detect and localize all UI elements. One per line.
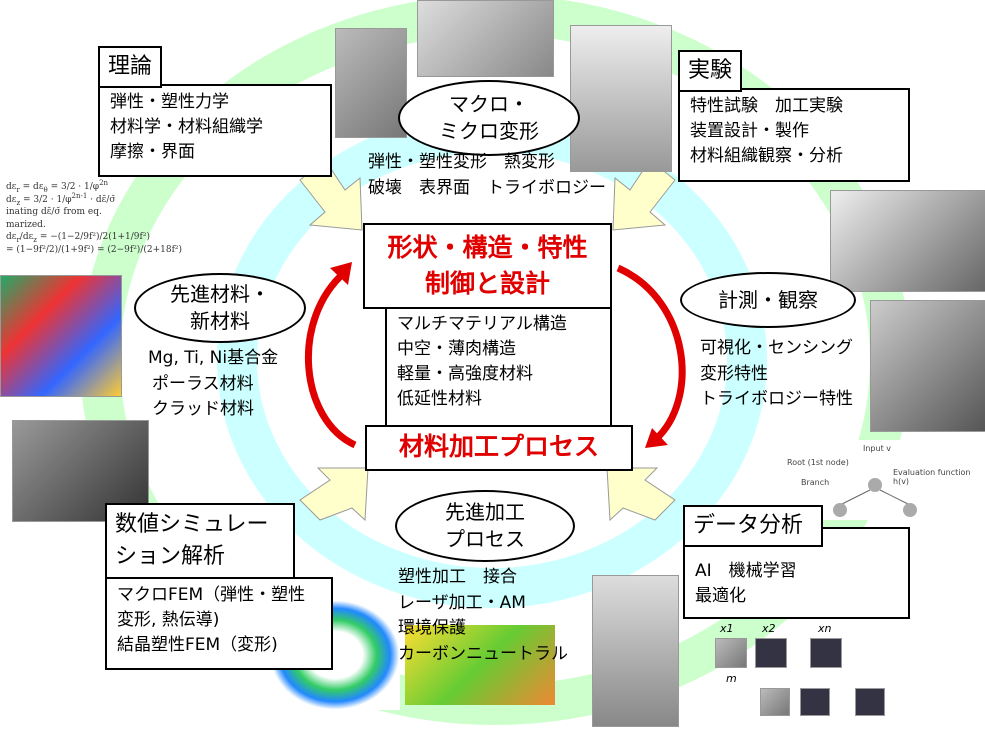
simulation-line: 結晶塑性FEM（変形) [117,635,278,655]
design-line: 形状・構造・特性 [387,233,588,262]
processing-line: 塑性加工 接合 [398,567,517,587]
camera-setup-photo [830,190,985,292]
theory-content-box: 弾性・塑性力学 材料学・材料組織学 摩擦・界面 [98,84,332,177]
arrow-simulation [299,467,369,522]
grid-image [715,638,747,668]
materials-line: クラッド材料 [152,399,254,419]
deformation-title-line: ミクロ変形 [439,119,539,143]
materials-line: ポーラス材料 [152,373,254,394]
deformation-line: 破壊 表界面 トライボロジー [368,177,606,198]
materials-title-line: 先進材料・ [170,282,270,306]
experiment-content-box: 特性試験 加工実験 装置設計・製作 材料組織観察・分析 [678,88,910,182]
data-analysis-title: データ分析 [683,505,823,547]
process-box: 材料加工プロセス [365,425,633,471]
red-arrowhead-up [330,262,352,285]
simulation-line: マクロFEM（弾性・塑性 [117,585,306,605]
structure-line: 軽量・高強度材料 [397,364,533,384]
processing-ellipse: 先進加工 プロセス [395,490,575,562]
image-grid-figure: x1 x2 xn m [710,622,910,722]
grid-image [800,688,830,716]
grid-label-xn: xn [818,622,832,635]
grid-label-m: m [726,672,737,685]
processing-line: カーボンニュートラル [398,643,568,664]
red-curved-arrow-down [616,264,686,443]
processing-line: 環境保護 [398,618,466,638]
processing-title-line: プロセス [445,527,525,551]
structure-line: 中空・薄肉構造 [397,339,516,359]
simulation-title-line: ション解析 [115,544,226,569]
deformation-title-line: マクロ・ [449,92,529,116]
crystal-orientation-map [0,275,122,397]
design-box: 形状・構造・特性 制御と設計 [363,223,612,309]
processing-line: レーザ加工・AM [398,592,526,613]
theory-line: 材料学・材料組織学 [110,117,263,137]
materials-ellipse: 先進材料・ 新材料 [134,273,306,343]
tree-label-root: Root (1st node) [787,458,849,467]
measurement-text: 可視化・センシング 変形特性 トライボロジー特性 [700,336,853,413]
tree-label-branch: Branch [801,478,830,487]
simulation-title-line: 数値シミュレー [115,512,269,537]
structure-box: マルチマテリアル構造 中空・薄肉構造 軽量・高強度材料 低延性材料 [385,306,612,427]
deformed-tube-photo [335,28,407,138]
simulation-title: 数値シミュレー ション解析 [105,503,295,579]
tree-label-evaluation: Evaluation function h(v) [893,468,971,486]
theory-line: 摩擦・界面 [110,142,195,162]
measurement-line: 変形特性 [700,363,768,384]
fem-contour-plot [405,625,555,705]
measurement-ellipse: 計測・観察 [680,272,856,328]
equations-figure: dεr = dεθ = 3/2 · 1/φ2n dεz = 3/2 · 1/φ2… [6,179,183,255]
grid-image [755,638,787,668]
testing-machine-photo [570,25,672,172]
press-machine-photo [592,575,679,727]
theory-line: 弾性・塑性力学 [110,92,229,112]
deformation-text: 弾性・塑性変形 熱変形 破壊 表界面 トライボロジー [368,150,606,201]
data-analysis-line: AI 機械学習 [695,561,797,581]
data-analysis-line: 最適化 [695,586,746,606]
design-line: 制御と設計 [424,269,550,298]
grid-image [855,688,885,716]
structure-line: マルチマテリアル構造 [397,314,567,334]
structure-line: 低延性材料 [397,389,482,409]
simulation-content-box: マクロFEM（弾性・塑性 変形, 熱伝導) 結晶塑性FEM（変形) [105,577,333,670]
cut-cylinder-photo [417,0,554,77]
measurement-line: 可視化・センシング [700,338,853,358]
measurement-rig-photo [870,300,985,432]
materials-title-line: 新材料 [190,309,250,333]
experiment-line: 特性試験 加工実験 [690,96,843,116]
materials-line: Mg, Ti, Ni基合金 [148,348,279,368]
red-curved-arrow-up [304,269,357,449]
red-arrowhead-down [645,428,668,448]
processing-title-line: 先進加工 [445,500,525,524]
grid-label-x1: x1 [720,622,734,635]
theory-title: 理論 [98,46,163,88]
grid-image [760,688,790,716]
deformation-line: 弾性・塑性変形 熱変形 [368,152,555,172]
processing-text: 塑性加工 接合 レーザ加工・AM 環境保護 カーボンニュートラル [398,565,568,667]
materials-text: Mg, Ti, Ni基合金 ポーラス材料 クラッド材料 [148,346,278,423]
tree-label-input: Input v [863,444,891,453]
experiment-line: 材料組織観察・分析 [690,146,843,166]
grid-label-x2: x2 [762,622,776,635]
measurement-line: トライボロジー特性 [700,389,853,409]
experiment-title: 実験 [678,50,743,92]
experiment-line: 装置設計・製作 [690,121,809,141]
measurement-title: 計測・観察 [718,287,818,312]
deformation-ellipse: マクロ・ ミクロ変形 [398,80,580,156]
grid-image [810,638,842,668]
simulation-line: 変形, 熱伝導) [117,610,220,630]
